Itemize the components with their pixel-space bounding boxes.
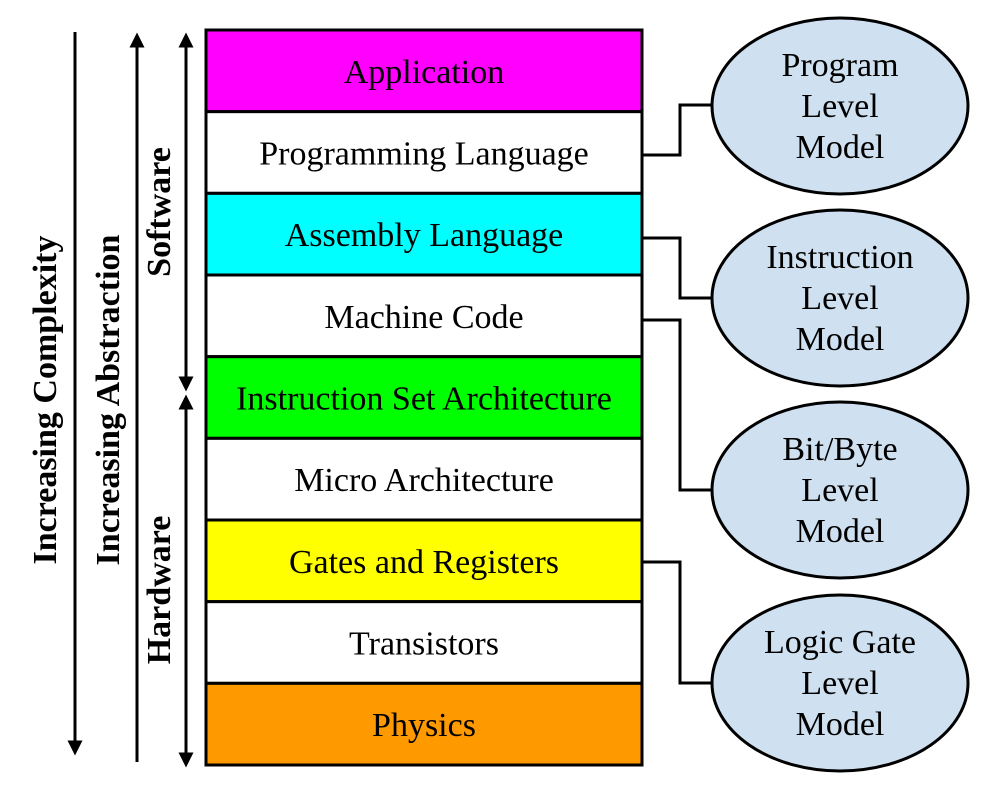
layer-label-micro-architecture: Micro Architecture bbox=[294, 462, 554, 499]
model-text-instruction-2: Model bbox=[796, 321, 885, 358]
model-text-instruction-1: Level bbox=[801, 280, 878, 317]
connector-instruction-model bbox=[642, 236, 712, 300]
model-text-logicgate-1: Level bbox=[801, 665, 878, 702]
hardware-label: Hardware bbox=[141, 516, 178, 665]
model-text-logicgate-0: Logic Gate bbox=[764, 624, 916, 661]
layer-box-instruction-set-architecture bbox=[204, 355, 644, 440]
layer-label-programming-language: Programming Language bbox=[259, 136, 589, 173]
model-ellipse-logicgate bbox=[710, 593, 970, 773]
layer-label-transistors: Transistors bbox=[349, 626, 499, 663]
connector-logicgate-model bbox=[642, 560, 712, 685]
software-label: Software bbox=[141, 147, 178, 277]
model-text-logicgate-2: Model bbox=[796, 706, 885, 743]
layer-label-instruction-set-architecture: Instruction Set Architecture bbox=[236, 381, 612, 418]
model-ellipse-program bbox=[710, 16, 970, 196]
model-text-program-0: Program bbox=[781, 47, 898, 84]
layer-box-assembly-language bbox=[204, 191, 644, 277]
layer-label-assembly-language: Assembly Language bbox=[285, 217, 564, 254]
connector-lines bbox=[642, 103, 712, 685]
connector-bitbyte-model bbox=[642, 318, 712, 492]
model-ellipses: ProgramLevelModelInstructionLevelModelBi… bbox=[710, 16, 970, 773]
complexity-label: Increasing Complexity bbox=[27, 236, 64, 565]
layer-box-machine-code bbox=[204, 273, 644, 359]
model-ellipse-bitbyte bbox=[710, 400, 970, 580]
model-text-bitbyte-0: Bit/Byte bbox=[782, 431, 897, 468]
model-text-program-1: Level bbox=[801, 88, 878, 125]
model-text-bitbyte-2: Model bbox=[796, 513, 885, 550]
layer-box-physics bbox=[204, 681, 644, 767]
layer-box-transistors bbox=[204, 600, 644, 685]
model-text-program-2: Model bbox=[796, 129, 885, 166]
model-text-instruction-0: Instruction bbox=[766, 239, 913, 276]
layer-label-application: Application bbox=[344, 54, 505, 91]
layer-label-physics: Physics bbox=[372, 707, 476, 744]
layer-box-micro-architecture bbox=[204, 436, 644, 522]
model-ellipse-instruction bbox=[710, 208, 970, 388]
connector-program-model bbox=[642, 103, 712, 157]
layer-box-application bbox=[204, 28, 644, 114]
abstraction-label: Increasing Abstraction bbox=[90, 234, 127, 565]
model-text-bitbyte-1: Level bbox=[801, 472, 878, 509]
layer-label-gates-and-registers: Gates and Registers bbox=[289, 544, 559, 581]
layer-label-machine-code: Machine Code bbox=[324, 299, 523, 336]
